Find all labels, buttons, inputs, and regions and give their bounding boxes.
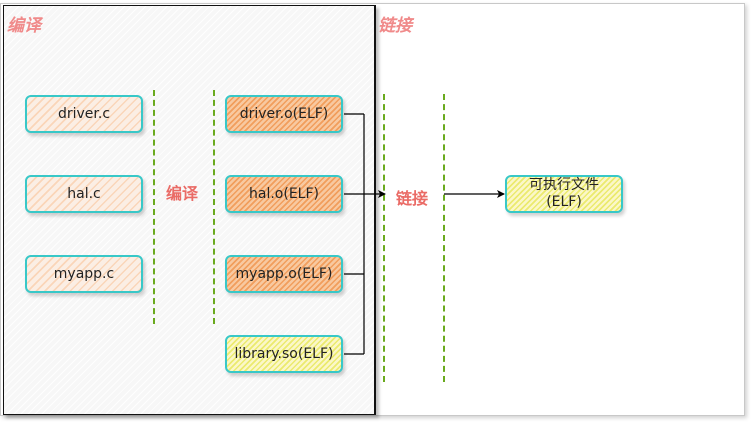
link-stage-label: 链接 [396,189,429,208]
compile-divider-left [153,90,155,324]
object-file-node[interactable]: myapp.o(ELF) [225,255,343,293]
node-label: hal.c [67,185,101,202]
object-file-node[interactable]: driver.o(ELF) [225,95,343,133]
node-label: library.so(ELF) [234,345,334,362]
link-section-title: 链接 [378,16,412,36]
link-divider-right [443,94,445,382]
executable-label-line1: 可执行文件 [529,177,599,193]
object-file-node[interactable]: hal.o(ELF) [225,175,343,213]
executable-node[interactable]: 可执行文件 (ELF) [505,175,623,213]
node-label: myapp.c [53,265,115,282]
source-file-node[interactable]: hal.c [25,175,143,213]
compile-divider-right [213,90,215,324]
source-file-node[interactable]: myapp.c [25,255,143,293]
compile-section-title: 编译 [7,16,41,36]
link-divider-left [383,94,385,382]
node-label: driver.o(ELF) [239,105,329,122]
node-label: hal.o(ELF) [249,185,319,202]
executable-label-line2: (ELF) [546,194,582,210]
source-file-node[interactable]: driver.c [25,95,143,133]
node-label: driver.c [57,105,111,122]
node-label: myapp.o(ELF) [235,265,333,282]
compile-stage-label: 编译 [166,184,199,203]
library-file-node[interactable]: library.so(ELF) [225,335,343,373]
